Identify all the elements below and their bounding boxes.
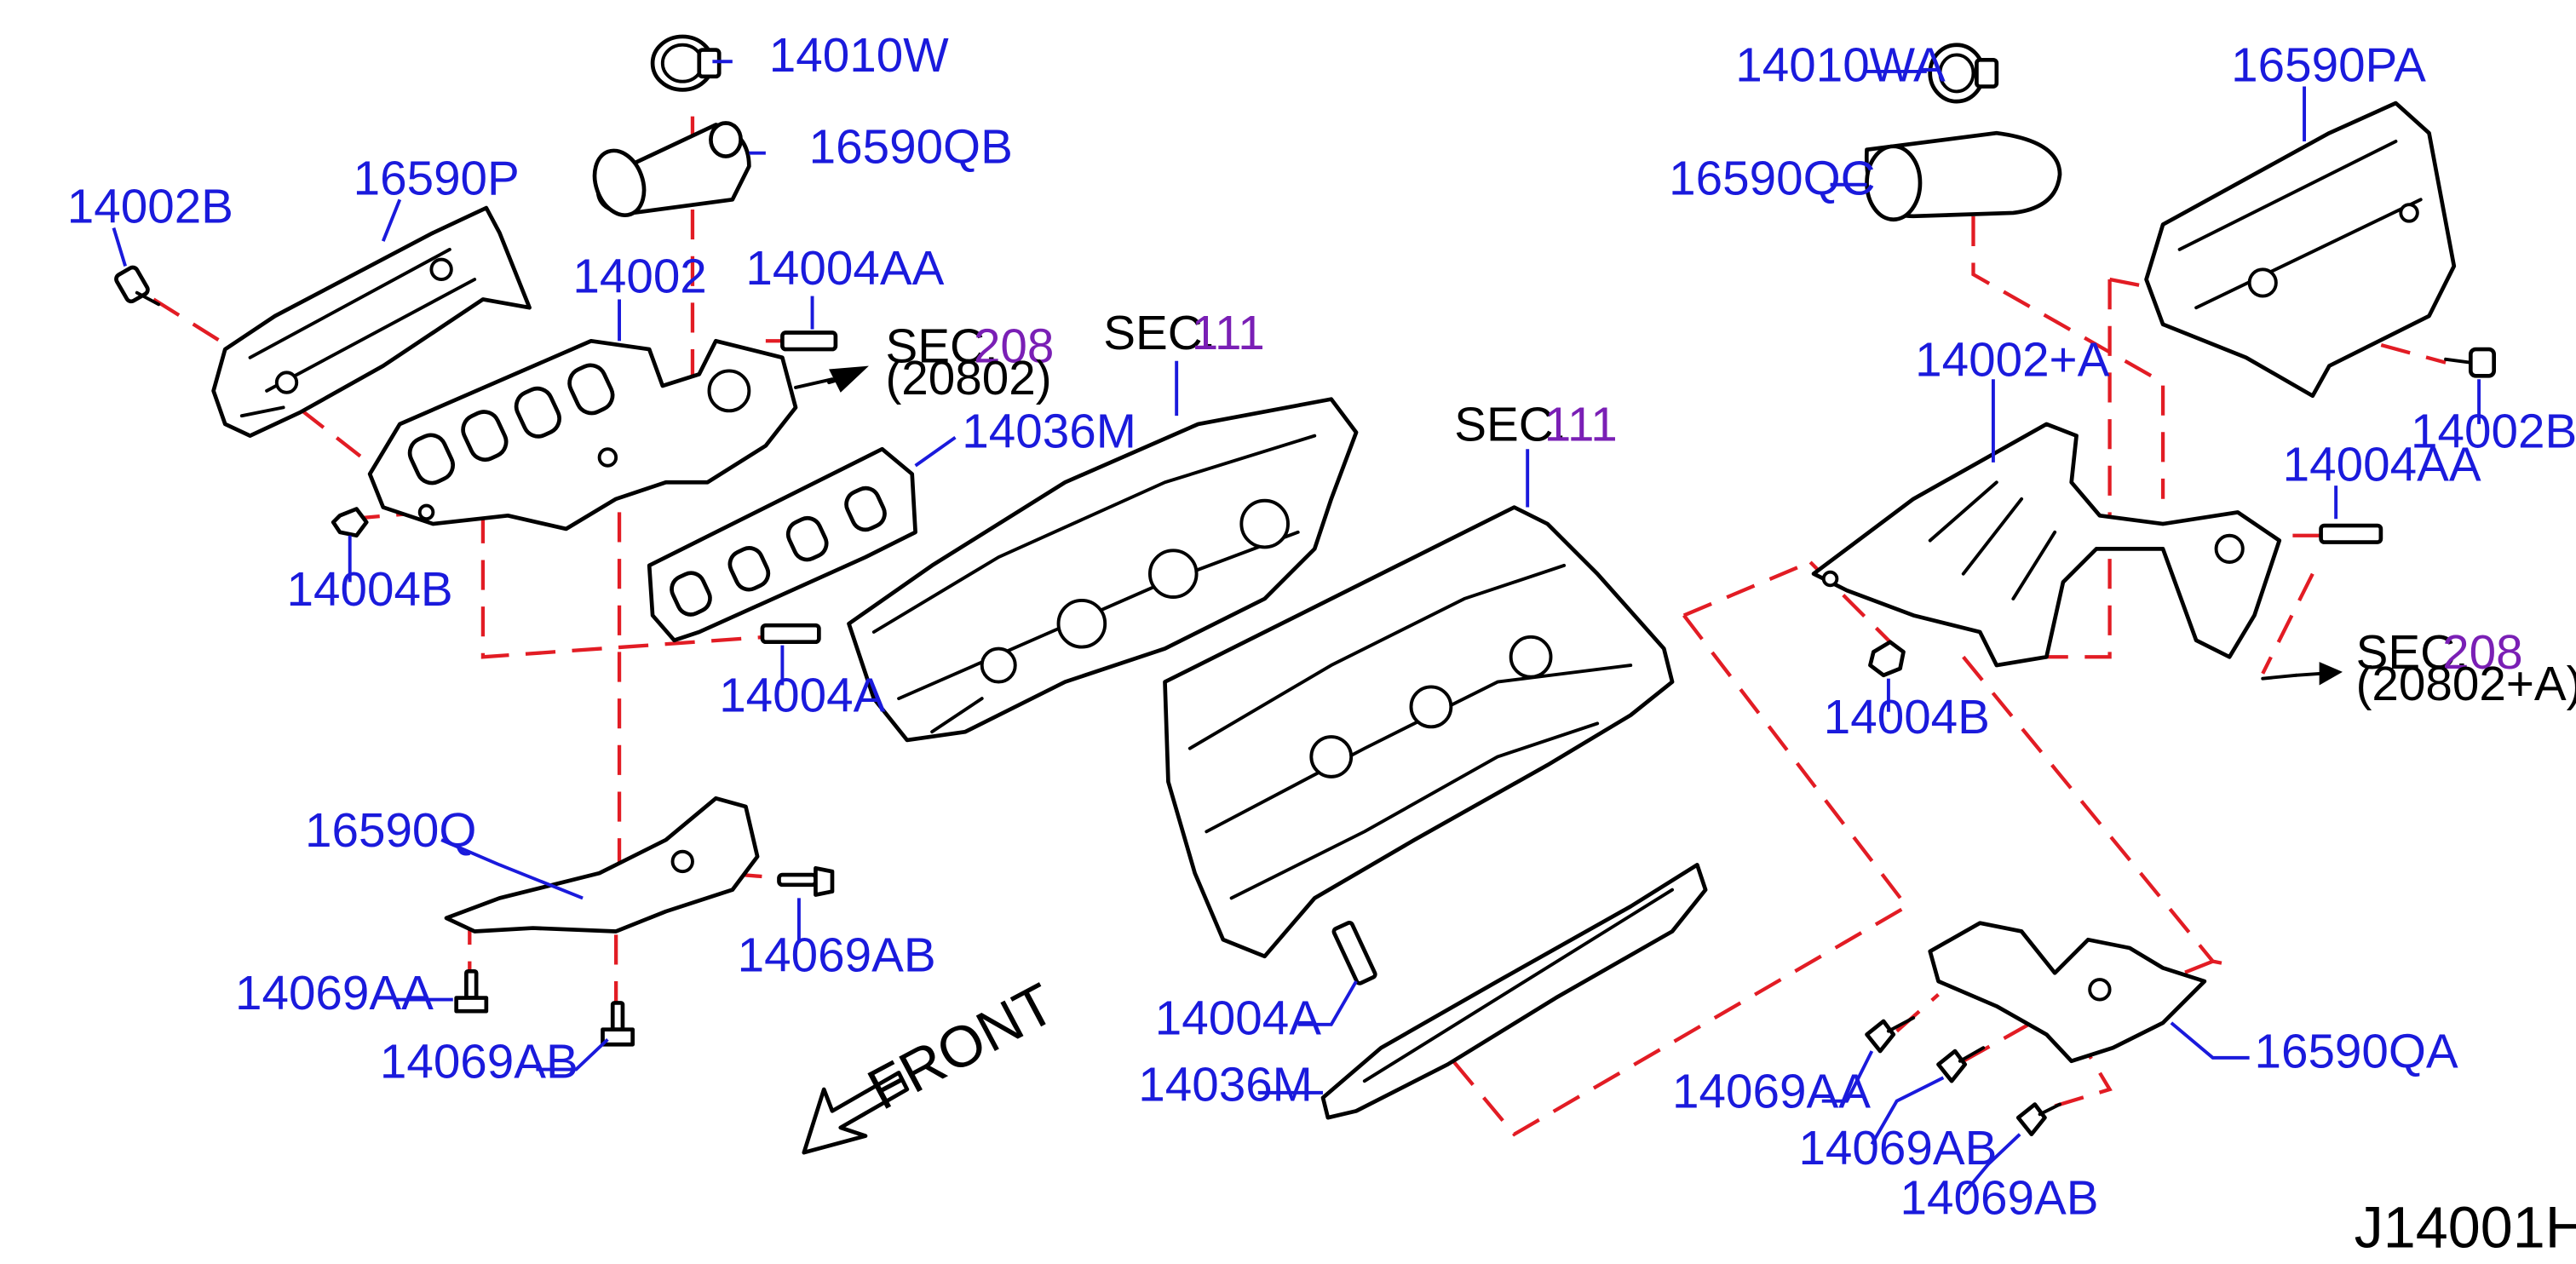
sec-208-left-sub: (20802) bbox=[885, 351, 1051, 405]
sec-111-right: SEC. 111 bbox=[1454, 397, 1617, 451]
label-16590qc: 16590QC bbox=[1669, 151, 1875, 204]
label-16590qb: 16590QB bbox=[809, 119, 1013, 173]
exhaust-manifold-14002 bbox=[367, 338, 798, 531]
sec-208-left: SEC. 208 bbox=[885, 319, 1054, 373]
label-14002: 14002 bbox=[572, 250, 706, 303]
exhaust-manifold-14002a bbox=[1811, 422, 2282, 668]
label-14004b-right: 14004B bbox=[1824, 690, 1990, 744]
insulator-16590qb bbox=[592, 121, 751, 218]
sec-111-right-word: SEC. bbox=[1454, 397, 1567, 451]
clamp-14010wa bbox=[1928, 43, 1999, 104]
sec-208-left-word: SEC. bbox=[885, 319, 998, 373]
sec-208-left-arrow bbox=[794, 365, 869, 393]
sec-208-right-arrow bbox=[2261, 662, 2343, 686]
bolt-14069aa-right bbox=[1865, 1016, 1916, 1054]
bolt-14069ab-left-2 bbox=[601, 1001, 635, 1047]
bolt-14002b-left bbox=[114, 265, 161, 307]
nut-14004b-right bbox=[1868, 640, 1906, 678]
sec-111-left-number: 111 bbox=[1192, 306, 1265, 359]
label-14002b-left: 14002B bbox=[67, 180, 233, 233]
cylinder-head-left bbox=[847, 397, 1359, 743]
sec-208-left-number: 208 bbox=[974, 319, 1054, 373]
label-14036m-top: 14036M bbox=[962, 404, 1136, 457]
front-label: FRONT bbox=[858, 971, 1065, 1123]
sec-208-right: SEC. 208 bbox=[2356, 625, 2523, 679]
label-16590q: 16590Q bbox=[305, 803, 476, 857]
label-14069ab-right-2: 14069AB bbox=[1900, 1170, 2099, 1224]
sec-208-right-number: 208 bbox=[2442, 625, 2522, 679]
sec-208-right-sub: (20802+A) bbox=[2356, 657, 2576, 710]
label-14069ab-left-2: 14069AB bbox=[380, 1034, 578, 1088]
nut-14004b-left bbox=[331, 507, 369, 538]
label-14069aa-left: 14069AA bbox=[235, 966, 434, 1020]
label-14004aa-left: 14004AA bbox=[745, 241, 944, 295]
label-14069ab-right-1: 14069AB bbox=[1798, 1121, 1997, 1175]
bolt-14069ab-right-1 bbox=[1936, 1046, 1986, 1083]
label-14004aa-right: 14004AA bbox=[2283, 437, 2481, 491]
label-14069aa-right: 14069AA bbox=[1672, 1064, 1871, 1117]
diagram-code: J14001HE bbox=[2355, 1195, 2576, 1260]
label-14004a-mid: 14004A bbox=[1155, 991, 1321, 1045]
label-16590p: 16590P bbox=[354, 151, 520, 204]
front-direction-arrow: FRONT bbox=[802, 971, 1065, 1155]
label-14004b-left: 14004B bbox=[287, 562, 453, 616]
sec-111-left: SEC. 111 bbox=[1103, 306, 1265, 359]
sec-208-right-word: SEC. bbox=[2356, 625, 2469, 679]
label-16590pa: 16590PA bbox=[2231, 38, 2426, 92]
label-14010w: 14010W bbox=[769, 28, 949, 82]
gasket-14036m-top bbox=[647, 446, 917, 643]
cylinder-head-right bbox=[1163, 505, 1675, 959]
bolt-14002b-right bbox=[2444, 347, 2497, 378]
label-14002b-right: 14002B bbox=[2411, 404, 2576, 457]
heat-shield-16590p bbox=[211, 205, 532, 438]
heat-shield-16590qa bbox=[1928, 921, 2207, 1064]
insulator-16590qc bbox=[1864, 130, 2062, 222]
section-references: SEC. 111 SEC. 111 SEC. 208 (20802) SEC. … bbox=[885, 306, 2576, 710]
leader-lines bbox=[112, 60, 2481, 1196]
label-14010wa: 14010WA bbox=[1735, 38, 1946, 92]
clamp-14010w bbox=[650, 34, 722, 92]
sec-111-right-number: 111 bbox=[1544, 397, 1618, 451]
stud-14004a-left bbox=[760, 623, 821, 645]
label-14069ab-left-1: 14069AB bbox=[738, 928, 936, 981]
stud-14004aa-right bbox=[2319, 523, 2383, 544]
stud-14004a-mid bbox=[1331, 920, 1377, 985]
bolt-14069ab-right-2 bbox=[2015, 1102, 2061, 1137]
label-16590qa: 16590QA bbox=[2254, 1025, 2458, 1078]
label-14036m-bottom: 14036M bbox=[1138, 1058, 1313, 1112]
stud-14004aa-left bbox=[780, 330, 838, 352]
part-labels: 14010W 16590QB 14002B 16590P 14002 14004… bbox=[67, 28, 2576, 1224]
label-14004a-left: 14004A bbox=[719, 669, 885, 722]
heat-shield-16590pa bbox=[2144, 101, 2457, 399]
label-14002a: 14002+A bbox=[1915, 332, 2109, 386]
sec-111-left-word: SEC. bbox=[1103, 306, 1216, 359]
gasket-14036m-bottom bbox=[1320, 863, 1708, 1120]
heat-shield-16590q bbox=[444, 796, 760, 934]
bolt-14069aa-left bbox=[454, 968, 489, 1014]
bolt-14069ab-left-1 bbox=[777, 865, 835, 897]
